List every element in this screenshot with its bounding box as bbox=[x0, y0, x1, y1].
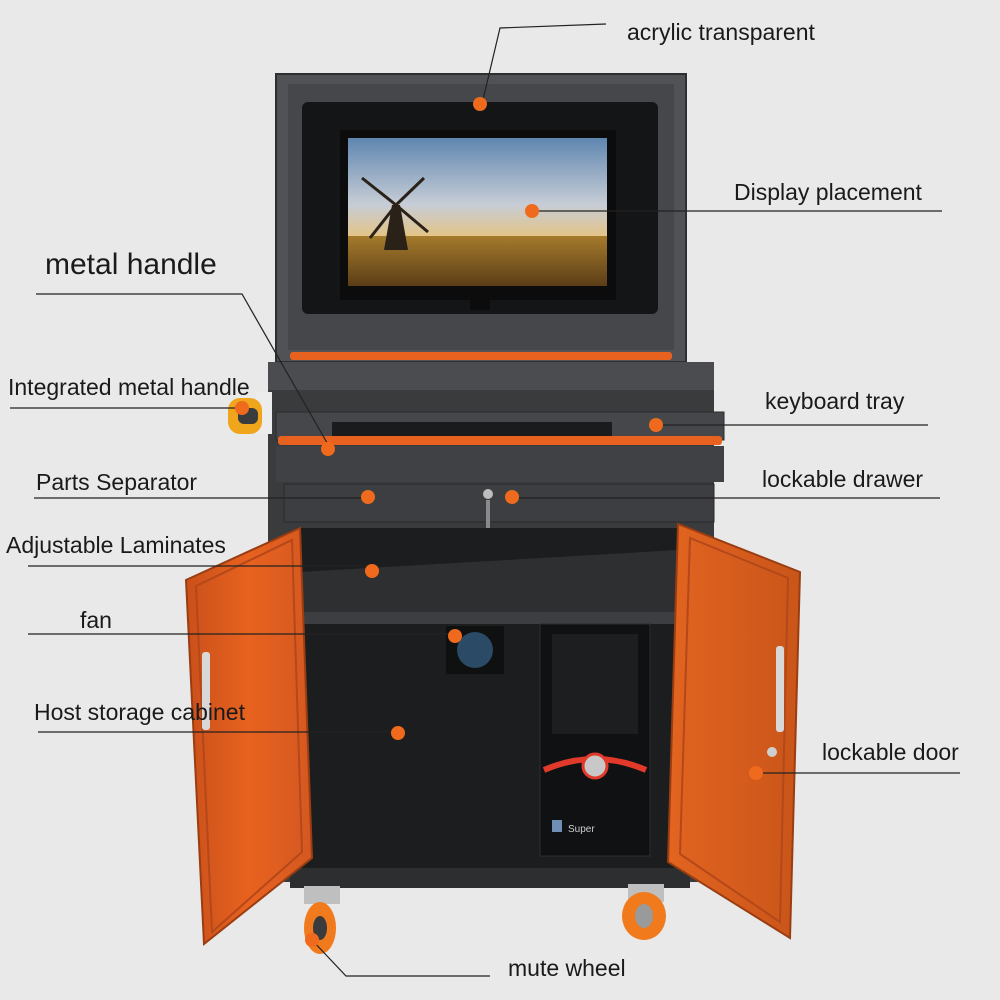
label-fan: fan bbox=[80, 607, 112, 633]
marker-keyboard-tray bbox=[649, 418, 663, 432]
label-display-placement: Display placement bbox=[734, 179, 922, 205]
marker-mute-wheel bbox=[305, 933, 319, 947]
label-lockable-door: lockable door bbox=[822, 739, 959, 765]
key bbox=[486, 500, 490, 542]
marker-integrated-handle bbox=[235, 401, 249, 415]
keyboard bbox=[332, 422, 612, 436]
right-door bbox=[666, 522, 802, 940]
leader-lines bbox=[10, 23, 960, 977]
label-mute-wheel: mute wheel bbox=[508, 955, 626, 981]
hood-handle bbox=[290, 352, 672, 360]
tray-handle bbox=[278, 436, 722, 445]
label-acrylic-transparent: acrylic transparent bbox=[627, 19, 815, 45]
marker-fan bbox=[448, 629, 462, 643]
fan-blade bbox=[457, 632, 493, 668]
drawer bbox=[283, 483, 715, 542]
marker-display bbox=[525, 204, 539, 218]
label-keyboard-tray: keyboard tray bbox=[765, 388, 905, 414]
label-integrated-metal-handle: Integrated metal handle bbox=[8, 374, 250, 400]
markers bbox=[235, 97, 763, 947]
base bbox=[290, 868, 690, 888]
keyboard-tray bbox=[275, 411, 725, 482]
marker-lockable-door bbox=[749, 766, 763, 780]
label-lockable-drawer: lockable drawer bbox=[762, 466, 924, 492]
label-adjustable-laminates: Adjustable Laminates bbox=[6, 532, 226, 558]
monitor-hood bbox=[275, 73, 687, 363]
marker-acrylic bbox=[473, 97, 487, 111]
label-parts-separator: Parts Separator bbox=[36, 469, 198, 495]
marker-host-storage bbox=[391, 726, 405, 740]
door-lock bbox=[767, 747, 777, 757]
marker-parts-separator bbox=[361, 490, 375, 504]
shelf bbox=[300, 550, 678, 620]
marker-adjustable-laminates bbox=[365, 564, 379, 578]
label-host-storage-cabinet: Host storage cabinet bbox=[34, 699, 245, 725]
right-door-handle bbox=[776, 646, 784, 732]
left-door-handle bbox=[202, 652, 210, 730]
wheel-right bbox=[622, 884, 666, 940]
drawer-lock bbox=[483, 489, 493, 499]
windmill bbox=[361, 176, 429, 250]
marker-metal-handle bbox=[321, 442, 335, 456]
left-door bbox=[184, 526, 314, 946]
pc-tower bbox=[539, 623, 651, 857]
label-metal-handle: metal handle bbox=[45, 248, 217, 281]
marker-lockable-drawer bbox=[505, 490, 519, 504]
pc-brand: Super bbox=[568, 824, 595, 835]
